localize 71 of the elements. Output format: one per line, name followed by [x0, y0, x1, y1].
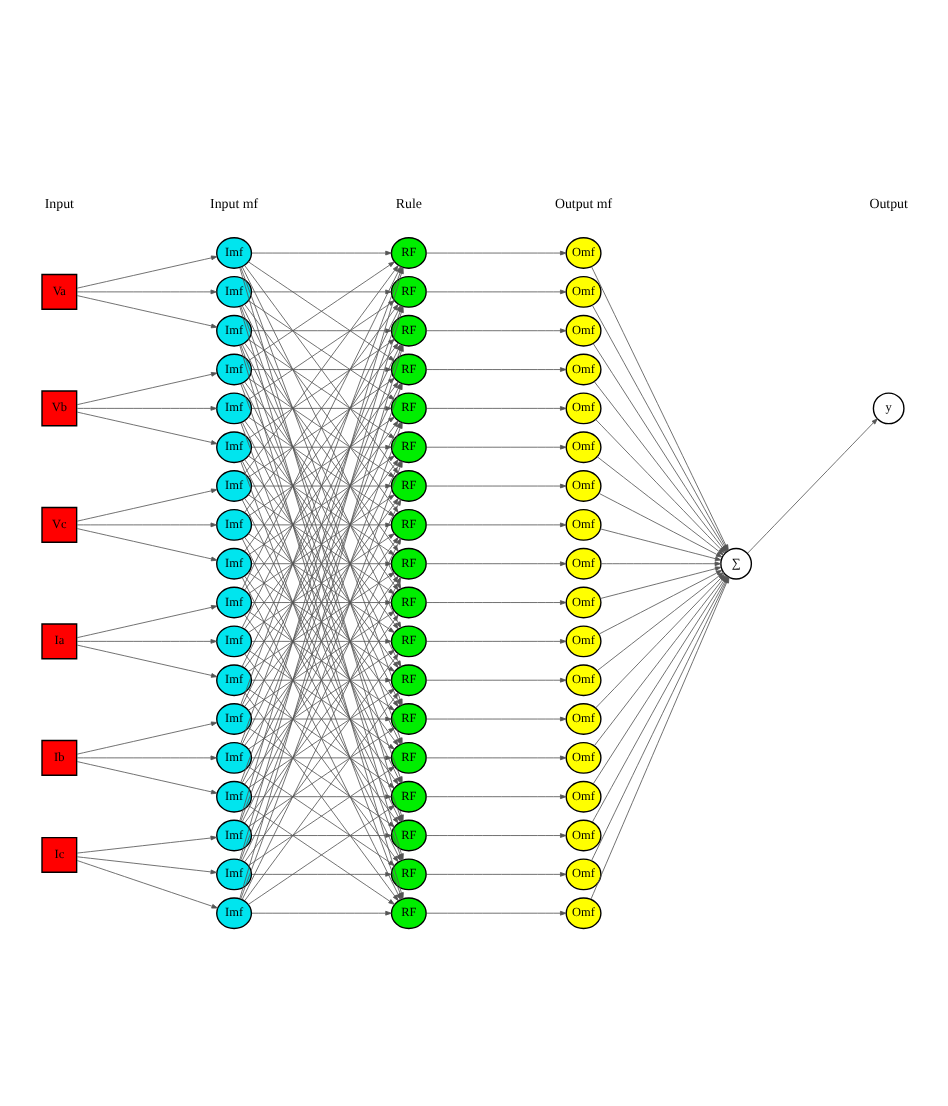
arrow — [76, 760, 218, 794]
arrow — [76, 638, 217, 643]
arrow — [244, 652, 399, 862]
arrow — [426, 715, 567, 721]
arrow — [426, 327, 567, 333]
arrow — [76, 405, 217, 410]
arrow — [247, 493, 395, 594]
arrow — [600, 527, 722, 560]
arrow — [251, 832, 392, 837]
arrow — [426, 560, 567, 566]
arrow — [251, 599, 392, 604]
arrow — [251, 443, 392, 449]
arrow — [251, 676, 392, 682]
arrow — [76, 720, 218, 754]
arrow — [76, 254, 218, 288]
arrow — [426, 443, 567, 449]
arrow — [76, 371, 218, 405]
arrow — [247, 687, 395, 788]
arrow — [600, 565, 722, 598]
arrow — [76, 859, 218, 908]
arrow — [251, 793, 392, 799]
arrow — [76, 754, 217, 760]
arrow — [244, 497, 399, 706]
arrow — [247, 415, 395, 516]
arrow — [426, 832, 567, 837]
arrow — [251, 405, 392, 410]
arrow — [426, 482, 567, 488]
arrow — [426, 909, 567, 915]
arrow — [251, 249, 392, 255]
arrow — [598, 492, 723, 557]
arrow — [247, 804, 395, 904]
arrow — [244, 613, 399, 823]
arrow — [426, 793, 567, 799]
arrow — [76, 487, 218, 521]
arrow — [251, 521, 392, 527]
arrow — [76, 527, 218, 561]
arrow — [251, 715, 392, 721]
arrow — [247, 454, 395, 555]
arrow — [426, 638, 567, 643]
arrow — [247, 648, 395, 749]
arrow — [747, 417, 878, 553]
arrow — [247, 726, 395, 827]
arrow — [426, 366, 567, 371]
arrow — [76, 855, 217, 874]
arrow — [247, 571, 395, 671]
arrow — [426, 249, 567, 255]
arrow — [76, 288, 217, 294]
arrow — [596, 455, 724, 555]
arrow — [244, 574, 399, 784]
arrow — [76, 521, 217, 527]
arrow — [426, 405, 567, 410]
arrow — [251, 288, 392, 294]
arrow — [76, 643, 218, 677]
arrow — [76, 294, 218, 328]
arrow — [251, 638, 392, 643]
arrow — [251, 560, 392, 566]
arrow — [426, 599, 567, 604]
arrow — [426, 288, 567, 294]
arrow — [426, 676, 567, 682]
arrow — [76, 834, 217, 853]
arrow — [76, 410, 218, 444]
arrow — [426, 871, 567, 876]
arrow — [76, 604, 218, 638]
arrow — [244, 536, 399, 745]
arrow — [251, 754, 392, 760]
arrow — [426, 521, 567, 527]
arrow — [600, 560, 721, 566]
arrow — [426, 754, 567, 760]
arrow — [251, 482, 392, 488]
arrow — [251, 909, 392, 915]
arrow — [251, 871, 392, 876]
